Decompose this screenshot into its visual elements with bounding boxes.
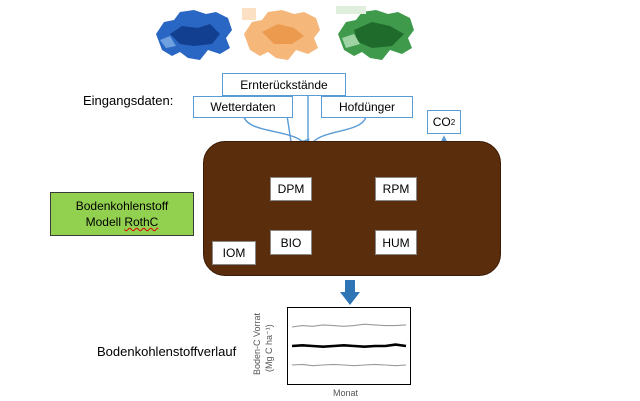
chart-ylabel-line2: (Mg C ha⁻¹) <box>264 324 274 372</box>
chart-ylabel-line1: Boden-C Vorrat <box>252 312 262 375</box>
model-title-line2: Modell RothC <box>51 214 193 230</box>
chart-series-line-3 <box>291 363 407 367</box>
manure-box: Hofdünger <box>321 96 413 118</box>
rothc-model-box: Bodenkohlenstoff Modell RothC <box>50 192 194 236</box>
model-prefix: Modell <box>85 215 125 229</box>
model-name: RothC <box>124 215 159 229</box>
weather-data-box: Wetterdaten <box>193 96 293 118</box>
chart-xlabel: Monat <box>333 388 359 398</box>
pool-hum: HUM <box>375 230 417 255</box>
output-down-arrow <box>340 280 360 305</box>
crop-residues-box: Ernterückstände <box>222 73 346 96</box>
pool-rpm: RPM <box>375 177 417 201</box>
model-title-line1: Bodenkohlenstoff <box>75 199 169 213</box>
pool-dpm: DPM <box>270 177 312 201</box>
input-data-label: Eingangsdaten: <box>83 93 174 108</box>
pool-iom: IOM <box>212 241 256 265</box>
switzerland-map-blue <box>156 10 232 60</box>
co2-subscript: 2 <box>450 117 456 127</box>
chart-plot-area <box>291 323 407 367</box>
output-label: Bodenkohlenstoffverlauf <box>97 344 237 359</box>
soil-carbon-chart <box>287 307 411 385</box>
switzerland-map-orange <box>242 8 320 60</box>
switzerland-map-green <box>336 6 414 60</box>
chart-series-line-2 <box>291 343 407 349</box>
chart-series-line-1 <box>291 323 407 328</box>
co2-label: CO <box>432 115 451 129</box>
pool-bio: BIO <box>270 230 312 255</box>
